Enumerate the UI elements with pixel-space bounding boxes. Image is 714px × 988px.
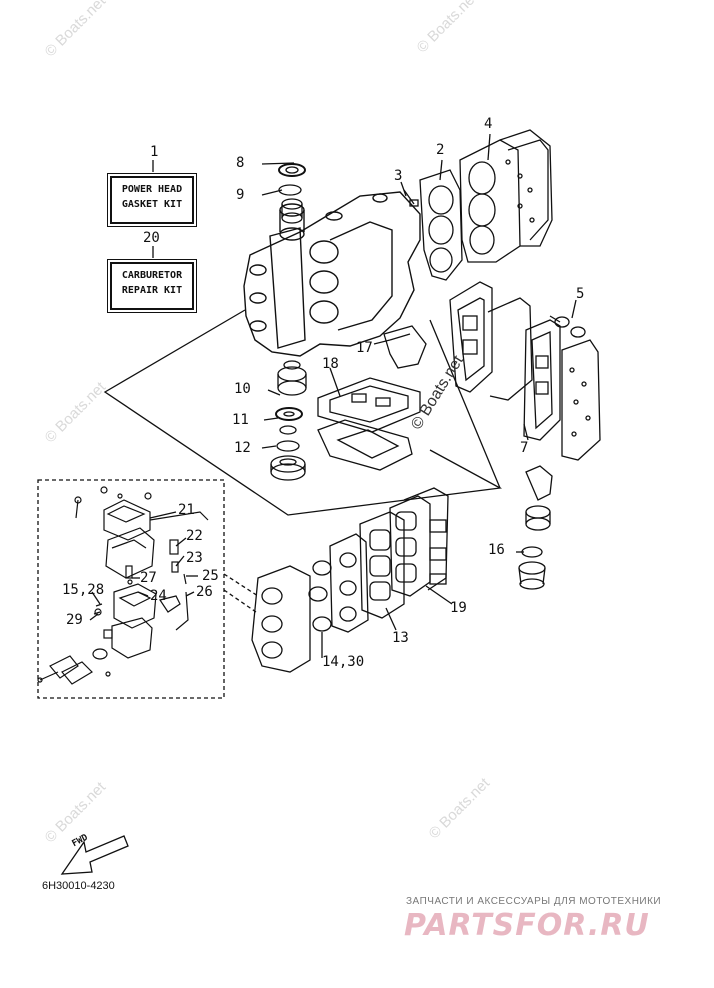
kit-20-line2: REPAIR KIT	[121, 285, 183, 296]
carburetor-repair-kit: CARBURETOR REPAIR KIT	[110, 262, 194, 310]
callout-25: 25	[202, 568, 219, 584]
exhaust-gaskets	[449, 281, 601, 461]
callout-29: 29	[66, 612, 83, 628]
item-4-cylinder-head	[459, 129, 553, 263]
callout-3: 3	[394, 168, 403, 184]
item-8-oil-seal	[278, 163, 306, 177]
callout-13: 13	[392, 630, 409, 646]
item-18-gasket	[317, 377, 421, 471]
ad-tagline: ЗАПЧАСТИ И АКСЕССУАРЫ ДЛЯ МОТОТЕХНИКИ	[406, 896, 662, 907]
callout-8: 8	[236, 155, 245, 171]
item-11-oil-seal	[275, 407, 303, 421]
item-9-o-ring	[278, 184, 302, 196]
fwd-arrow-icon	[60, 835, 129, 875]
item-5-grommet	[549, 315, 586, 338]
callout-12: 12	[234, 440, 251, 456]
callout-7: 7	[520, 440, 529, 456]
kit-number-1: 1	[150, 144, 159, 160]
callout-14-30: 14,30	[322, 654, 365, 670]
callout-17: 17	[356, 340, 373, 356]
callout-21: 21	[178, 502, 195, 518]
callout-16: 16	[488, 542, 505, 558]
item-14-o-rings	[308, 560, 332, 632]
item-10-bearing	[277, 360, 307, 396]
item-12-o-ring	[276, 440, 300, 452]
diagram-code: 6H30010-4230	[42, 880, 115, 892]
item-3-bolt	[403, 189, 419, 207]
top-bearing	[281, 198, 303, 224]
kit-number-20: 20	[143, 230, 160, 246]
callout-27: 27	[140, 570, 157, 586]
kit-20-line1: CARBURETOR	[121, 270, 183, 281]
callout-26: 26	[196, 584, 213, 600]
item-2-head-gasket	[419, 169, 463, 281]
cylinder-block	[243, 191, 421, 357]
item-17-cover	[383, 325, 427, 369]
kit-1-line2: GASKET KIT	[121, 199, 183, 210]
callout-5: 5	[576, 286, 585, 302]
kit-1-line1: POWER HEAD	[121, 184, 183, 195]
callout-4: 4	[484, 116, 493, 132]
callout-23: 23	[186, 550, 203, 566]
item-16-thermostat	[518, 465, 553, 590]
callout-15-28: 15,28	[62, 582, 105, 598]
item-12-lower-seal	[270, 455, 306, 481]
ad-logo: PARTSFOR.RU	[404, 908, 650, 943]
callout-9: 9	[236, 187, 245, 203]
carburetor-parts	[37, 486, 209, 685]
power-head-gasket-kit: POWER HEAD GASKET KIT	[110, 176, 194, 224]
callout-11: 11	[232, 412, 249, 428]
callout-24: 24	[150, 588, 167, 604]
callout-22: 22	[186, 528, 203, 544]
callout-2: 2	[436, 142, 445, 158]
item-11-small-seal	[279, 425, 297, 435]
callout-19: 19	[450, 600, 467, 616]
callout-10: 10	[234, 381, 251, 397]
intake-manifold	[251, 487, 449, 673]
callout-18: 18	[322, 356, 339, 372]
